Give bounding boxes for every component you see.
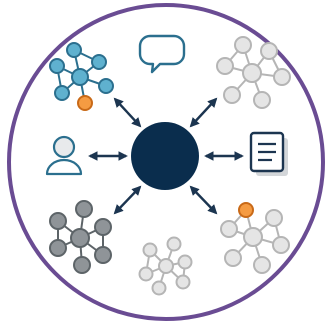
arrow-lower-left xyxy=(113,185,142,215)
network-node xyxy=(91,54,107,70)
network-node xyxy=(265,209,283,227)
network-node xyxy=(49,58,65,74)
network-node xyxy=(73,256,91,274)
network-node xyxy=(224,249,242,267)
network-node xyxy=(175,274,191,290)
network-node xyxy=(49,212,67,230)
chat-bubble-icon xyxy=(138,34,186,74)
network-node xyxy=(234,36,252,54)
network-node xyxy=(49,239,67,257)
network-node xyxy=(142,242,158,258)
network-node xyxy=(242,63,262,83)
network-node xyxy=(223,86,241,104)
light-gray-network-bottom xyxy=(138,236,193,296)
arrows xyxy=(88,97,244,215)
network-node xyxy=(94,218,112,236)
network-node xyxy=(158,258,174,274)
dark-gray-network xyxy=(49,200,112,274)
highlighted-network-node xyxy=(77,95,93,111)
network-node xyxy=(177,254,193,270)
light-gray-network-top xyxy=(216,36,291,109)
network-node xyxy=(253,91,271,109)
network-node xyxy=(54,85,70,101)
network-node xyxy=(98,78,114,94)
arrow-upper-right xyxy=(189,97,218,128)
network-node xyxy=(138,266,154,282)
person-icon xyxy=(45,135,83,176)
gray-network-with-orange-node xyxy=(220,202,290,274)
network-node xyxy=(70,228,90,248)
teal-network xyxy=(49,42,114,111)
hub-node xyxy=(131,122,199,190)
network-node xyxy=(243,227,263,247)
network-node xyxy=(94,246,112,264)
network-node xyxy=(260,42,278,60)
network-node xyxy=(272,236,290,254)
highlighted-network-node xyxy=(238,202,254,218)
network-clusters xyxy=(49,36,291,296)
network-node xyxy=(71,68,89,86)
network-node xyxy=(166,236,182,252)
network-node xyxy=(216,57,234,75)
network-node xyxy=(151,280,167,296)
network-node xyxy=(273,68,291,86)
arrow-upper-left xyxy=(113,97,142,128)
network-node xyxy=(66,42,82,58)
document-icon xyxy=(249,131,288,176)
arrow-lower-right xyxy=(189,185,218,215)
network-node xyxy=(253,256,271,274)
network-node xyxy=(220,220,238,238)
network-node xyxy=(75,200,93,218)
